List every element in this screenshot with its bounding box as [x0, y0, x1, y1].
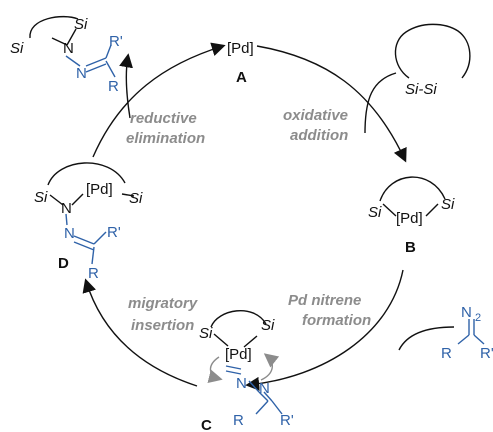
- pd-a: [Pd]: [227, 40, 254, 57]
- c-bond-n-c-1: [258, 391, 269, 402]
- d-bond-n-c-1: [73, 235, 95, 245]
- c-bond-n-c-2: [263, 391, 273, 402]
- d-bond-n-c-2: [73, 241, 95, 251]
- diazo-bond-right: [473, 334, 485, 345]
- formation-label: formation: [302, 312, 371, 329]
- c-bond-right: [243, 335, 258, 348]
- product-bond-n-c-1: [85, 57, 107, 67]
- c-si-left: Si: [199, 325, 213, 342]
- label-c: C: [201, 417, 212, 432]
- product-si-left: Si: [10, 40, 24, 57]
- product-bond-si-n: [51, 37, 68, 46]
- arrow-b-to-c: [245, 269, 404, 391]
- insertion-label: insertion: [131, 317, 194, 334]
- c-r: R: [233, 412, 244, 429]
- b-bond-left: [382, 203, 397, 217]
- diazo-n: N: [461, 304, 472, 321]
- reagent-ring: [394, 23, 471, 79]
- diazo-input-curve: [398, 326, 455, 351]
- b-ring-arc: [379, 176, 446, 202]
- diazo-subscript: 2: [475, 312, 481, 324]
- c-curved-arrow-right: [260, 353, 280, 381]
- product-ring-arc: [29, 15, 79, 39]
- elimination-label: elimination: [126, 130, 205, 147]
- label-d: D: [58, 255, 69, 272]
- c-pd: [Pd]: [225, 346, 252, 363]
- d-ring-arc: [47, 162, 126, 186]
- arrow-a-to-b: [256, 45, 407, 163]
- label-b: B: [405, 239, 416, 256]
- c-bond-c-r: [255, 400, 269, 415]
- d-n-bottom: N: [64, 225, 75, 242]
- product-bond-c-rprime: [105, 44, 112, 59]
- reductive-label: reductive: [130, 110, 197, 127]
- d-n-top: N: [61, 200, 72, 217]
- d-pd: [Pd]: [86, 181, 113, 198]
- c-bond-pd-n-2: [225, 370, 242, 375]
- d-bond-c-r: [91, 246, 95, 265]
- pd-nitrene-label: Pd nitrene: [288, 292, 361, 309]
- c-bond-pd-n-1: [225, 365, 242, 370]
- c-si-right: Si: [261, 317, 275, 334]
- d-bond-pd-si: [121, 193, 135, 197]
- product-bond-n-n: [65, 55, 81, 67]
- c-rprime: R': [280, 412, 294, 429]
- diazo-r: R: [441, 345, 452, 362]
- arrow-d-to-a: [92, 42, 226, 158]
- product-n-right: N: [76, 65, 87, 82]
- diazo-rprime: R': [480, 345, 493, 362]
- addition-label: addition: [290, 127, 348, 144]
- product-n-left: N: [63, 40, 74, 57]
- product-si-top: Si: [74, 16, 88, 33]
- b-si-right: Si: [441, 196, 455, 213]
- d-bond-n-pd: [71, 193, 84, 206]
- oxidative-label: oxidative: [283, 107, 348, 124]
- c-ring-arc: [210, 309, 267, 328]
- c-n-right: N: [259, 380, 270, 397]
- product-bond-n-c-2: [85, 63, 107, 73]
- reagent-sisi: Si-Si: [405, 81, 437, 98]
- c-bond-c-rprime: [271, 400, 283, 415]
- c-n-left: N: [236, 375, 247, 392]
- d-bond-n-n: [65, 213, 68, 226]
- d-bond-si-n: [49, 194, 64, 206]
- c-bond-left: [213, 333, 229, 347]
- d-si-left: Si: [34, 189, 48, 206]
- b-bond-right: [425, 203, 439, 217]
- migratory-label: migratory: [128, 295, 198, 312]
- product-output-arrow: [119, 53, 133, 119]
- d-si-right: Si: [129, 190, 143, 207]
- product-rprime: R': [109, 33, 123, 50]
- product-bond-n-si: [66, 28, 77, 46]
- diazo-bond-left: [457, 334, 470, 345]
- c-bond-n-n: [248, 380, 260, 393]
- label-a: A: [236, 69, 247, 86]
- d-r: R: [88, 265, 99, 282]
- arrow-c-to-d: [82, 278, 198, 387]
- product-bond-c-r: [105, 60, 116, 78]
- d-rprime: R': [107, 224, 121, 241]
- d-bond-c-rprime: [93, 231, 107, 245]
- reagent-input-curve: [364, 72, 397, 134]
- b-si-left: Si: [368, 204, 382, 221]
- product-r: R: [108, 78, 119, 95]
- b-pd: [Pd]: [396, 210, 423, 227]
- c-curved-arrow-left: [207, 356, 223, 384]
